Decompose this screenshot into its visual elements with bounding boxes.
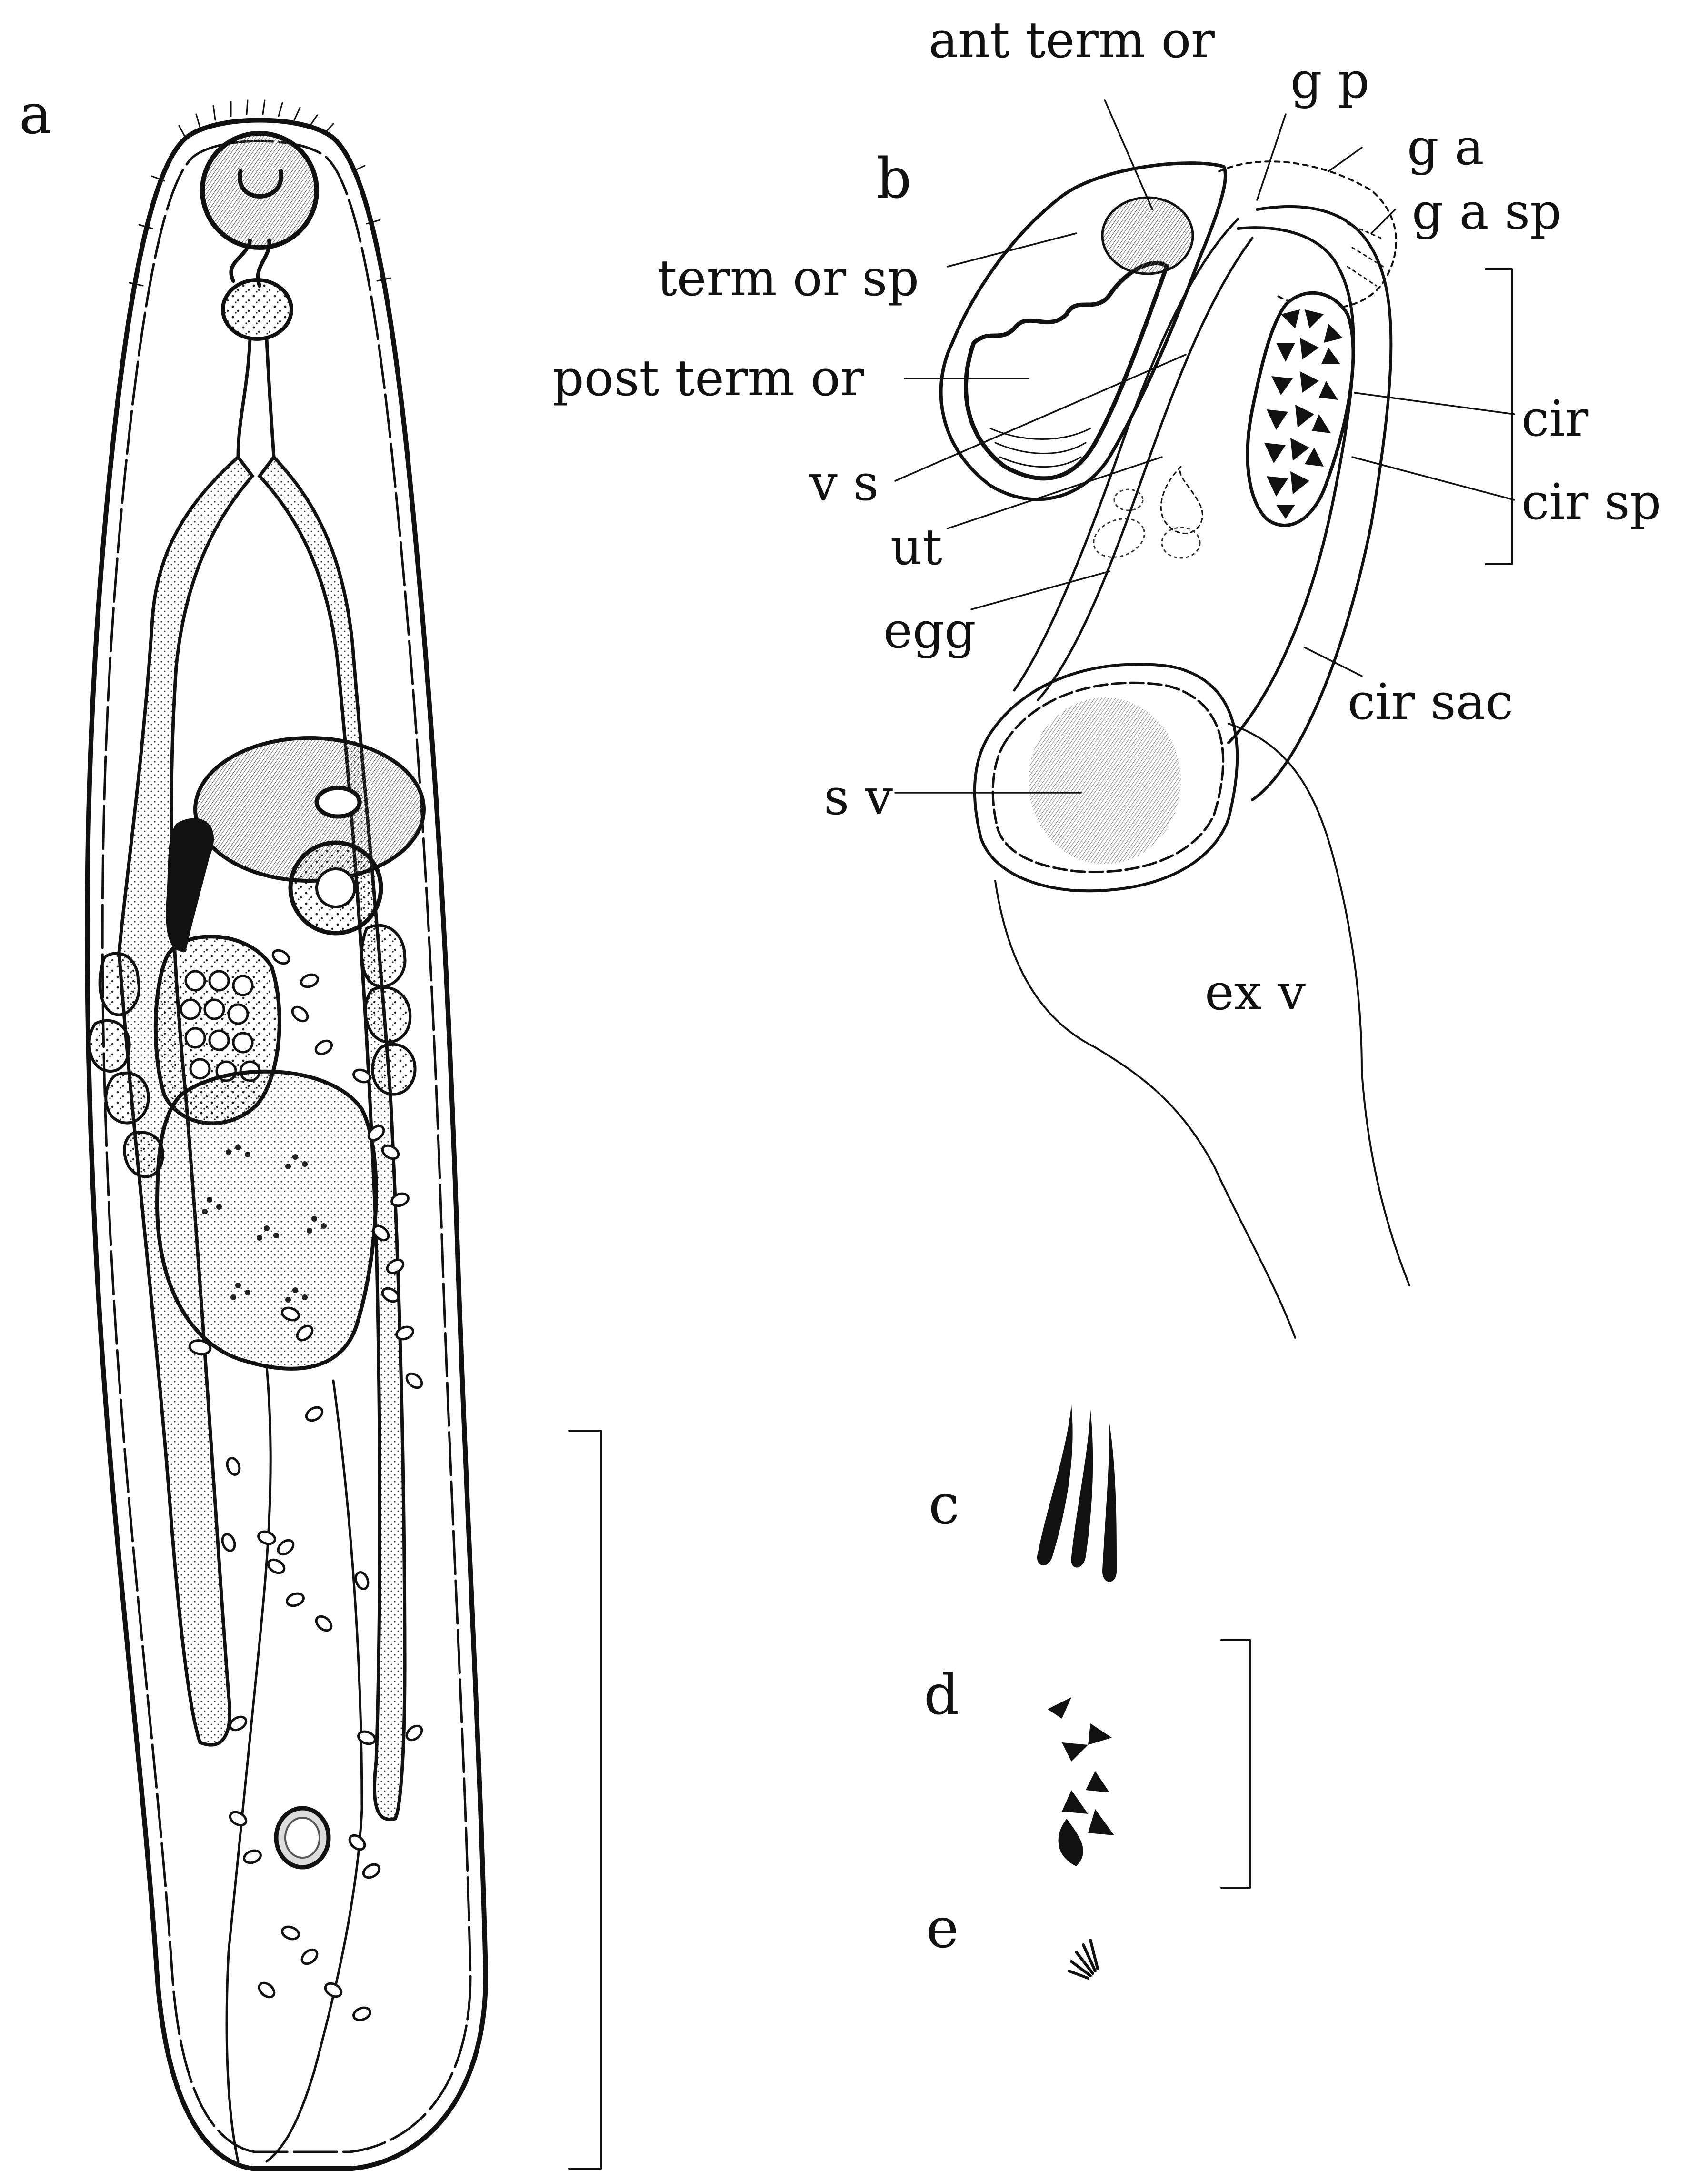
seminal-vesicle-sperm (1029, 697, 1181, 864)
label-ut: ut (890, 518, 942, 576)
tegumental-spines (129, 99, 391, 287)
panel-label-a: a (19, 82, 52, 147)
panel-label-d: d (924, 1663, 959, 1727)
label-v-s: v s (809, 454, 879, 512)
cirrus-spines-black (1264, 309, 1343, 519)
panel-c-spines (1037, 1404, 1117, 1582)
panel-a-specimen (85, 99, 488, 2171)
panel-d-spines (1048, 1697, 1114, 1866)
testis (155, 1069, 378, 1371)
label-s-v: s v (824, 768, 893, 826)
oral-sucker (200, 131, 319, 250)
leader-lines (894, 99, 1515, 794)
label-cir-sp: cir sp (1521, 473, 1661, 531)
vitellaria-right (360, 924, 417, 1096)
uterus-b (1160, 466, 1203, 534)
label-egg: egg (883, 601, 976, 659)
scale-bar-d (1220, 1639, 1251, 1889)
eggs-b (1093, 488, 1201, 559)
panel-e-spines (1068, 1939, 1099, 1980)
label-g-a: g a (1407, 118, 1484, 176)
pharynx (221, 278, 293, 341)
seminal-vesicle-dashed (991, 681, 1225, 873)
label-cir: cir (1521, 389, 1589, 448)
label-ex-v: ex v (1205, 963, 1306, 1021)
large-egg-inner (284, 1817, 320, 1859)
vitellaria-left (88, 952, 164, 1178)
terminal-organ (939, 161, 1227, 501)
seminal-vesicle-outer (973, 663, 1239, 893)
label-g-p: g p (1290, 51, 1369, 109)
panel-b-drawing (939, 160, 1410, 1339)
cirrus-small (166, 818, 214, 952)
ovary-cells (180, 970, 261, 1082)
label-g-a-sp: g a sp (1412, 182, 1562, 240)
genital-sucker-inner (315, 867, 356, 908)
panel-label-e: e (926, 1896, 959, 1961)
oral-opening (238, 169, 284, 199)
eggs (188, 949, 423, 2021)
testis-dot-clusters (202, 1145, 327, 1303)
oesophagus (236, 337, 276, 459)
label-term-or-sp: term or sp (657, 249, 919, 307)
genital-atrium-spines (1347, 223, 1384, 287)
uterus (225, 1365, 363, 2163)
anterior-terminal-organ (1101, 196, 1194, 275)
genital-atrium (1218, 160, 1398, 309)
body-outline (85, 118, 488, 2171)
excretory-vesicle (994, 723, 1410, 1339)
panel-label-b: b (876, 147, 911, 211)
terminal-organ-spiny-wall (964, 261, 1169, 481)
label-ant-term-or: ant term or (929, 11, 1215, 69)
scale-bar-a (568, 1430, 602, 2170)
label-cir-sac: cir sac (1348, 673, 1513, 731)
cirrus-sac-inner (1013, 218, 1254, 701)
scale-bar-b (1485, 268, 1513, 565)
posterior-terminal-organ-lines (989, 428, 1091, 468)
label-post-term-or: post term or (552, 349, 864, 407)
panel-label-c: c (929, 1473, 959, 1537)
ventral-sucker-opening (314, 786, 362, 819)
